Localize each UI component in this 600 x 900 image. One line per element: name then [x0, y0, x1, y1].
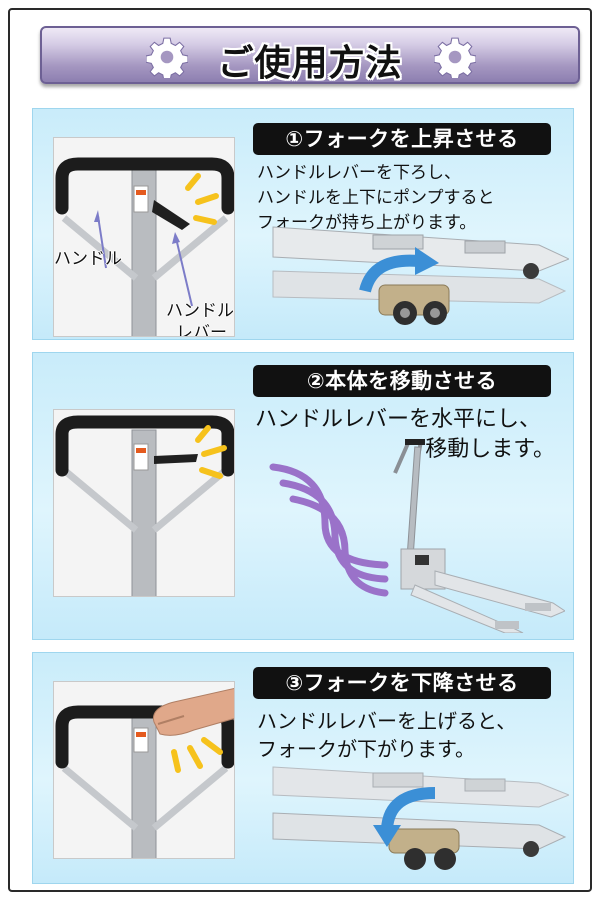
description-line: ハンドルを上下にポンプすると	[257, 188, 495, 208]
step-label: ①フォークを上昇させる	[253, 123, 551, 155]
step-label: ③フォークを下降させる	[253, 667, 551, 699]
gear-icon	[434, 37, 476, 78]
fork-lower-illustration	[272, 766, 569, 870]
handle-photo	[53, 681, 235, 859]
page-title: ご使用方法	[217, 43, 403, 84]
fork-raise-illustration	[272, 226, 569, 325]
description-line: ハンドルレバーを水平にし、	[255, 407, 542, 432]
title-banner: ご使用方法	[40, 26, 580, 84]
lever-callout-line1: ハンドル	[166, 301, 234, 321]
step-panel-move: ②本体を移動させる ハンドルレバーを水平にし、 移動します。	[32, 352, 574, 640]
description-line: 移動します。	[425, 437, 555, 462]
handle-photo	[53, 409, 235, 597]
step-label: ②本体を移動させる	[253, 365, 551, 397]
pallet-truck-move-illustration	[269, 439, 565, 633]
step-description: ハンドルレバーを上げると、 フォークが下がります。	[257, 707, 516, 763]
handle-photo: ハンドル ハンドル レバー	[53, 137, 235, 337]
handle-callout: ハンドル	[54, 249, 122, 269]
step-panel-raise: ハンドル ハンドル レバー ①フォークを上昇させる ハンドルレバーを下ろし、 ハ…	[32, 108, 574, 340]
step-description: ハンドルレバーを水平にし、 移動します。	[255, 405, 555, 465]
description-line: フォークが持ち上がります。	[257, 213, 477, 233]
description-line: ハンドルレバーを下ろし、	[257, 163, 461, 183]
description-line: ハンドルレバーを上げると、	[257, 709, 517, 733]
description-line: フォークが下がります。	[257, 737, 475, 761]
step-panel-lower: ③フォークを下降させる ハンドルレバーを上げると、 フォークが下がります。	[32, 652, 574, 884]
lever-callout-line2: レバー	[176, 323, 227, 337]
gear-icon	[146, 37, 188, 78]
step-description: ハンドルレバーを下ろし、 ハンドルを上下にポンプすると フォークが持ち上がります…	[257, 161, 495, 236]
